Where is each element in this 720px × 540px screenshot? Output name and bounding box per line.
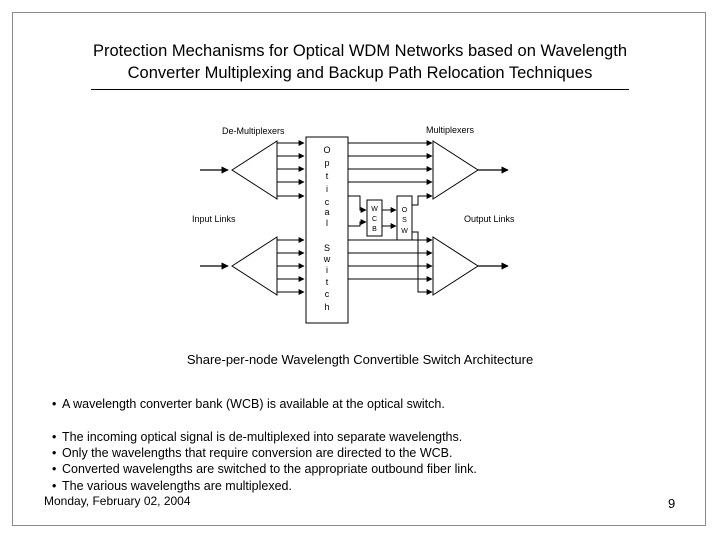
- bullet-text: Only the wavelengths that require conver…: [62, 446, 453, 460]
- bullet-item: • The various wavelengths are multiplexed…: [52, 478, 292, 494]
- svg-text:h: h: [324, 302, 329, 312]
- page-number: 9: [668, 496, 676, 511]
- bullet-dot: •: [52, 479, 57, 493]
- svg-text:t: t: [326, 171, 329, 181]
- slide-title: Protection Mechanisms for Optical WDM Ne…: [40, 40, 680, 84]
- wcb-label: W C B: [371, 206, 378, 233]
- svg-text:a: a: [324, 207, 329, 217]
- bullet-item: • The incoming optical signal is de-multi…: [52, 429, 462, 445]
- osw-box: [396, 195, 413, 241]
- diagram-caption: Share-per-node Wavelength Convertible Sw…: [186, 352, 534, 367]
- svg-text:l: l: [326, 218, 328, 228]
- multiplexer-top: [432, 140, 479, 200]
- bullet-item: • Only the wavelengths that require conve…: [52, 445, 452, 461]
- svg-text:S: S: [402, 217, 407, 224]
- optical-switch-box: [305, 136, 349, 324]
- bullet-item: • Converted wavelengths are switched to t…: [52, 461, 477, 477]
- svg-text:c: c: [325, 289, 330, 299]
- demux-to-switch-lines: [277, 140, 305, 295]
- svg-text:p: p: [324, 158, 329, 168]
- multiplexers-label: Multiplexers: [426, 125, 475, 135]
- bullet-dot: •: [52, 446, 57, 460]
- demultiplexer-top: [231, 140, 278, 200]
- bullet-dot: •: [52, 430, 57, 444]
- svg-text:i: i: [326, 184, 328, 194]
- title-line-2: Converter Multiplexing and Backup Path R…: [127, 64, 593, 82]
- bullet-text: Converted wavelengths are switched to th…: [62, 462, 477, 476]
- input-links-label: Input Links: [192, 214, 236, 224]
- demultiplexers-label: De-Multiplexers: [222, 126, 285, 136]
- title-underline: [91, 89, 629, 90]
- multiplexer-bottom: [432, 236, 479, 296]
- bullet-dot: •: [52, 462, 57, 476]
- svg-text:t: t: [326, 277, 329, 287]
- optical-switch-label: O p t i c a l S w i t c h: [323, 145, 331, 312]
- slide-frame: [12, 12, 706, 526]
- bullet-text: The various wavelengths are multiplexed.: [62, 479, 292, 493]
- bullet-text: A wavelength converter bank (WCB) is ava…: [62, 397, 445, 411]
- svg-text:C: C: [372, 216, 377, 223]
- wcb-box: [366, 199, 383, 237]
- svg-text:O: O: [402, 207, 408, 214]
- svg-text:i: i: [326, 265, 328, 275]
- svg-text:W: W: [371, 206, 378, 213]
- bullet-dot: •: [52, 397, 57, 411]
- svg-text:W: W: [401, 228, 408, 235]
- switch-to-mux-lines: [348, 140, 433, 295]
- output-links-label: Output Links: [464, 214, 515, 224]
- bullet-item: • A wavelength converter bank (WCB) is av…: [52, 396, 445, 412]
- demultiplexer-bottom: [231, 236, 278, 296]
- title-line-1: Protection Mechanisms for Optical WDM Ne…: [92, 42, 627, 60]
- svg-text:S: S: [324, 243, 330, 253]
- bullet-text: The incoming optical signal is de-multip…: [62, 430, 463, 444]
- svg-text:B: B: [372, 226, 377, 233]
- svg-text:c: c: [325, 197, 330, 207]
- footer-date: Monday, February 02, 2004: [44, 494, 191, 508]
- osw-label: O S W: [401, 207, 408, 235]
- svg-text:w: w: [323, 254, 331, 264]
- svg-text:O: O: [323, 145, 330, 155]
